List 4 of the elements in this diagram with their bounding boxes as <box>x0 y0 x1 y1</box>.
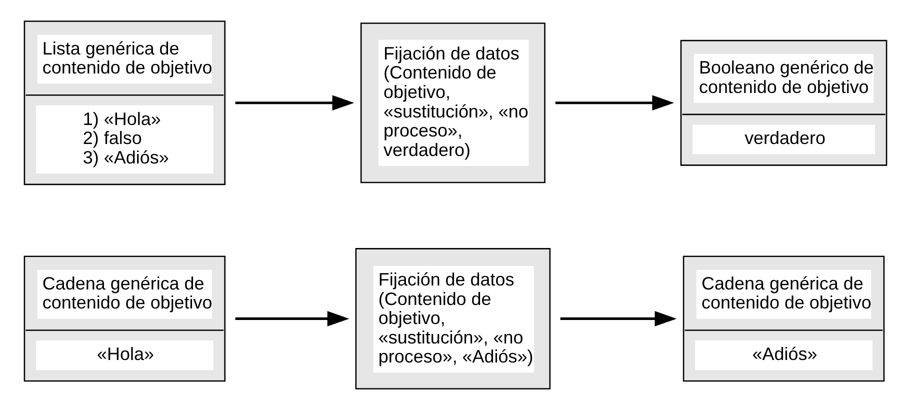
arrow <box>555 95 674 111</box>
arrow <box>235 95 354 111</box>
arrow <box>560 311 677 326</box>
arrow <box>235 311 350 326</box>
